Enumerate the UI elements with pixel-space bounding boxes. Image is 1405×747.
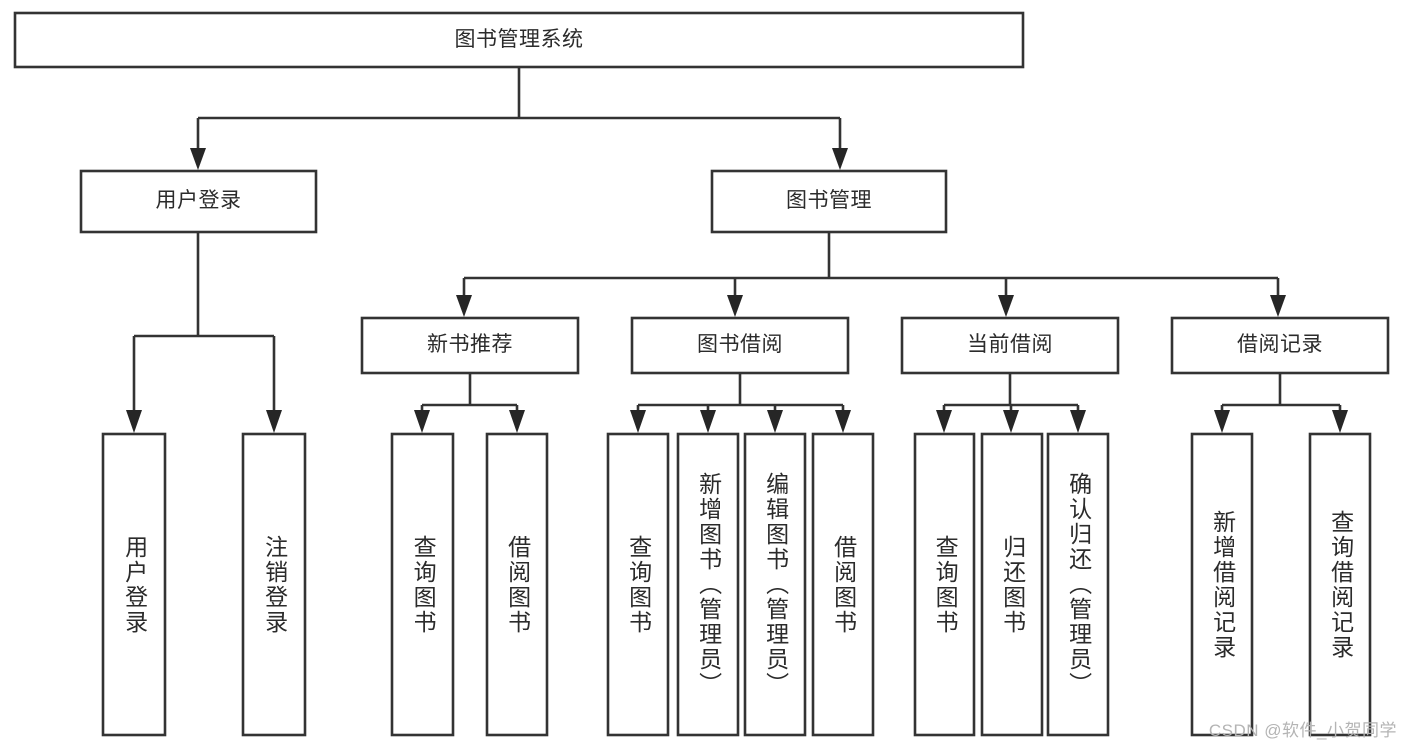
arrowhead-leaf-borrow-book <box>835 410 851 433</box>
arrowhead-borrow-record <box>1270 295 1286 317</box>
arrowhead-leaf-add-book-admin <box>700 410 716 433</box>
arrowhead-leaf-user-login <box>126 410 142 433</box>
node-box-leaf-user-login[interactable] <box>101 432 167 737</box>
connector-layer <box>126 67 1348 433</box>
node-box-leaf-add-book-admin[interactable] <box>676 432 740 737</box>
arrowhead-leaf-edit-book-admin <box>767 410 783 433</box>
arrowhead-leaf-add-borrow-record <box>1214 410 1230 433</box>
node-box-new-book-recommend[interactable] <box>360 316 580 375</box>
node-box-leaf-query-borrow-record[interactable] <box>1308 432 1372 737</box>
arrowhead-leaf-query-book-recommend <box>414 410 430 433</box>
node-box-user-login[interactable] <box>79 169 318 234</box>
arrowhead-book-borrow <box>727 295 743 317</box>
node-box-leaf-add-borrow-record[interactable] <box>1190 432 1254 737</box>
arrowhead-book-management <box>832 148 848 170</box>
node-box-leaf-query-book-recommend[interactable] <box>390 432 455 737</box>
node-box-layer <box>13 11 1390 737</box>
arrowhead-leaf-borrow-book-recommend <box>509 410 525 433</box>
node-box-leaf-edit-book-admin[interactable] <box>743 432 807 737</box>
arrowhead-current-borrow <box>998 295 1014 317</box>
arrowhead-user-login <box>190 148 206 170</box>
node-box-book-management[interactable] <box>710 169 948 234</box>
node-box-current-borrow[interactable] <box>900 316 1120 375</box>
arrowhead-leaf-confirm-return-admin <box>1070 410 1086 433</box>
node-box-leaf-query-book-borrow[interactable] <box>606 432 670 737</box>
arrowhead-leaf-logout <box>266 410 282 433</box>
node-box-leaf-borrow-book-recommend[interactable] <box>485 432 549 737</box>
node-box-leaf-return-book[interactable] <box>980 432 1044 737</box>
node-box-borrow-record[interactable] <box>1170 316 1390 375</box>
csdn-watermark: CSDN @软件_小贺同学 <box>1208 721 1397 740</box>
node-box-leaf-query-book-current[interactable] <box>913 432 976 737</box>
arrowhead-leaf-return-book <box>1003 410 1019 433</box>
node-box-book-borrow[interactable] <box>630 316 850 375</box>
node-box-leaf-logout[interactable] <box>241 432 307 737</box>
node-box-root[interactable] <box>13 11 1025 69</box>
arrowhead-leaf-query-book-current <box>936 410 952 433</box>
arrowhead-new-book-recommend <box>456 295 472 317</box>
arrowhead-leaf-query-borrow-record <box>1332 410 1348 433</box>
arrowhead-leaf-query-book-borrow <box>630 410 646 433</box>
node-box-leaf-borrow-book[interactable] <box>811 432 875 737</box>
node-box-leaf-confirm-return-admin[interactable] <box>1046 432 1110 737</box>
